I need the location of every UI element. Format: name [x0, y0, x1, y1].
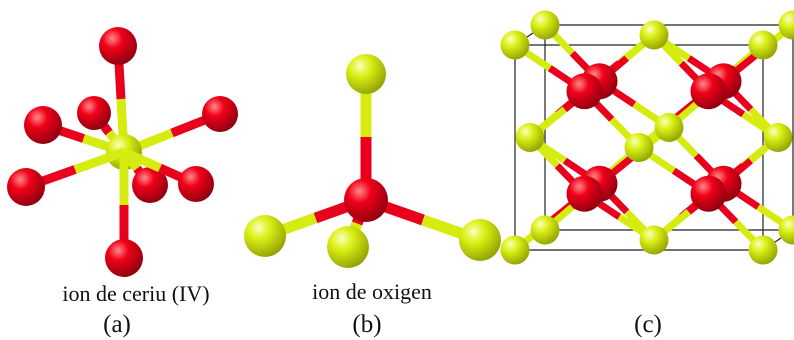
cell-cerium-atom-21: [624, 133, 654, 162]
cell-oxygen-atom-16: [690, 73, 727, 110]
cell-oxygen-atom-15: [690, 175, 727, 212]
cell-cerium-atom-9: [639, 225, 669, 255]
panel-b-caption: ion de oxigen: [312, 279, 432, 304]
unit-cell-bonds: [512, 22, 794, 253]
cerium-neighbor-front: [327, 226, 369, 268]
panel-a-caption: ion de ceriu (IV): [62, 281, 209, 306]
cell-cerium-atom-20: [500, 30, 530, 60]
panel-a-cerium-coordination: [7, 27, 238, 277]
panel-c-letter: (c): [634, 311, 662, 338]
oxygen-neighbor-front-2: [178, 166, 214, 202]
oxygen-neighbor-front-3: [105, 239, 143, 277]
panel-a-letter: (a): [103, 311, 131, 338]
ce-o-bond-front-2-half-1: [122, 147, 162, 173]
oxygen-neighbor-back-1: [77, 96, 111, 130]
ce-o-bond-front-0-half-1: [73, 147, 126, 174]
cerium-neighbor-top: [346, 54, 386, 94]
cell-cerium-atom-10: [639, 20, 669, 50]
panel-b-oxygen-coordination: [244, 54, 501, 268]
cell-cerium-atom-17: [500, 235, 530, 265]
cell-cerium-atom-0: [530, 215, 560, 245]
oxygen-central-atom: [344, 178, 388, 222]
cell-oxygen-atom-14: [566, 73, 603, 110]
cell-cerium-atom-12: [763, 123, 793, 152]
cell-cerium-atom-19: [748, 30, 778, 60]
cell-cerium-atom-3: [530, 10, 560, 40]
cell-oxygen-atom-13: [566, 175, 603, 212]
oxygen-neighbor-front-0: [7, 168, 45, 206]
cerium-neighbor-right: [459, 219, 501, 261]
oxygen-neighbor-back-0: [99, 27, 137, 65]
cerium-neighbor-left: [244, 215, 286, 257]
panel-b-letter: (b): [352, 311, 381, 338]
cell-cerium-atom-11: [515, 123, 545, 152]
oxygen-neighbor-front-1: [132, 167, 168, 203]
cell-cerium-atom-18: [748, 235, 778, 265]
oxygen-neighbor-back-3: [24, 106, 62, 144]
cell-cerium-atom-2: [778, 10, 794, 40]
unit-cell-atoms: [500, 10, 794, 265]
cell-cerium-atom-4: [654, 113, 684, 142]
cell-cerium-atom-1: [778, 215, 794, 245]
oxygen-neighbor-back-2: [202, 96, 238, 132]
panel-c-fluorite-unit-cell: [500, 10, 794, 265]
